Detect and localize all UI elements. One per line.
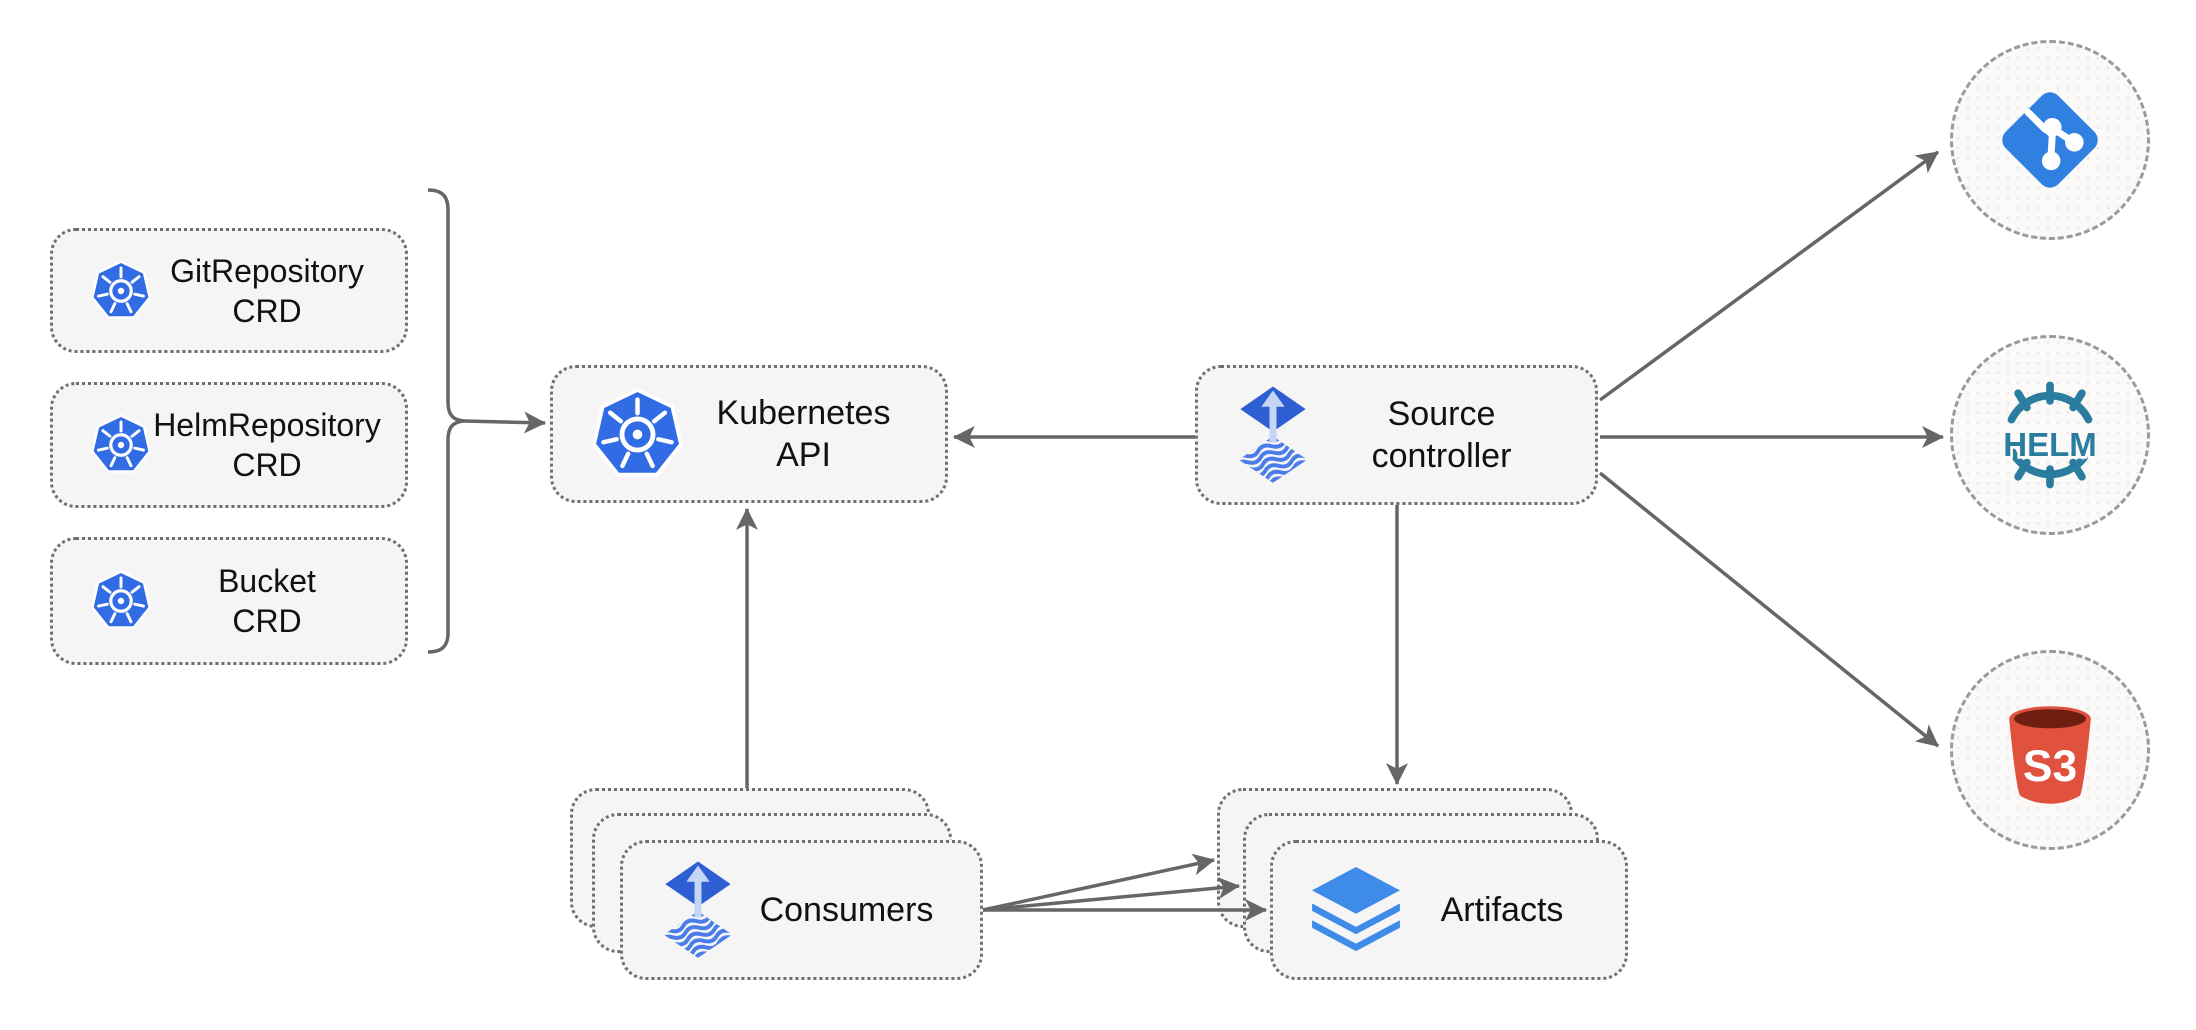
endpoint-helm: HELM [1950,335,2150,535]
node-helmrepository-crd: HelmRepository CRD [50,382,408,508]
helm-icon: HELM [2001,381,2100,489]
label-line1: HelmRepository [153,407,381,443]
label-line1: GitRepository [170,252,364,289]
node-consumers: Consumers [620,840,983,980]
kubernetes-icon [89,413,153,477]
s3-wordmark: S3 [2023,742,2077,791]
label-line2: CRD [232,292,302,329]
node-artifacts: Artifacts [1270,840,1628,980]
label-line2: CRD [232,447,302,483]
crd-group-bracket [427,188,465,654]
edge-source-controller-to-git [1598,150,1940,402]
s3-bucket-icon: S3 [2009,706,2091,804]
edge-source-controller-to-s3 [1598,471,1940,748]
flux-icon [1234,385,1312,486]
node-source-controller: Source controller [1195,365,1598,505]
label-line2: controller [1371,437,1512,475]
node-gitrepository-crd: GitRepository CRD [50,228,408,353]
node-bucket-crd-label: Bucket CRD [153,561,405,641]
node-helmrepository-crd-label: HelmRepository CRD [153,405,405,485]
endpoint-git [1950,40,2150,240]
endpoint-s3: S3 [1950,650,2150,850]
edge-consumers-to-artifacts-2 [982,876,1241,912]
node-consumers-label: Consumers [759,890,934,929]
node-kubernetes-api: Kubernetes API [550,365,948,503]
kubernetes-icon [589,386,686,483]
node-source-controller-label: Source controller [1312,393,1595,478]
label-line1: Bucket [218,563,316,599]
node-kubernetes-api-label: Kubernetes API [716,393,891,475]
label-line1: Source [1387,394,1496,433]
edge-bracket-to-kubernetes-api [463,411,547,434]
label-line2: CRD [232,603,302,639]
kubernetes-icon [89,259,153,323]
flux-icon [659,860,737,961]
layers-icon [1309,867,1403,953]
node-bucket-crd: Bucket CRD [50,537,408,665]
edge-consumers-to-artifacts-1 [982,853,1216,912]
kubernetes-icon [89,569,153,633]
git-icon [2002,92,2098,188]
node-gitrepository-crd-label: GitRepository CRD [153,251,405,331]
helm-wordmark: HELM [2003,426,2097,463]
node-artifacts-label: Artifacts [1440,890,1564,929]
